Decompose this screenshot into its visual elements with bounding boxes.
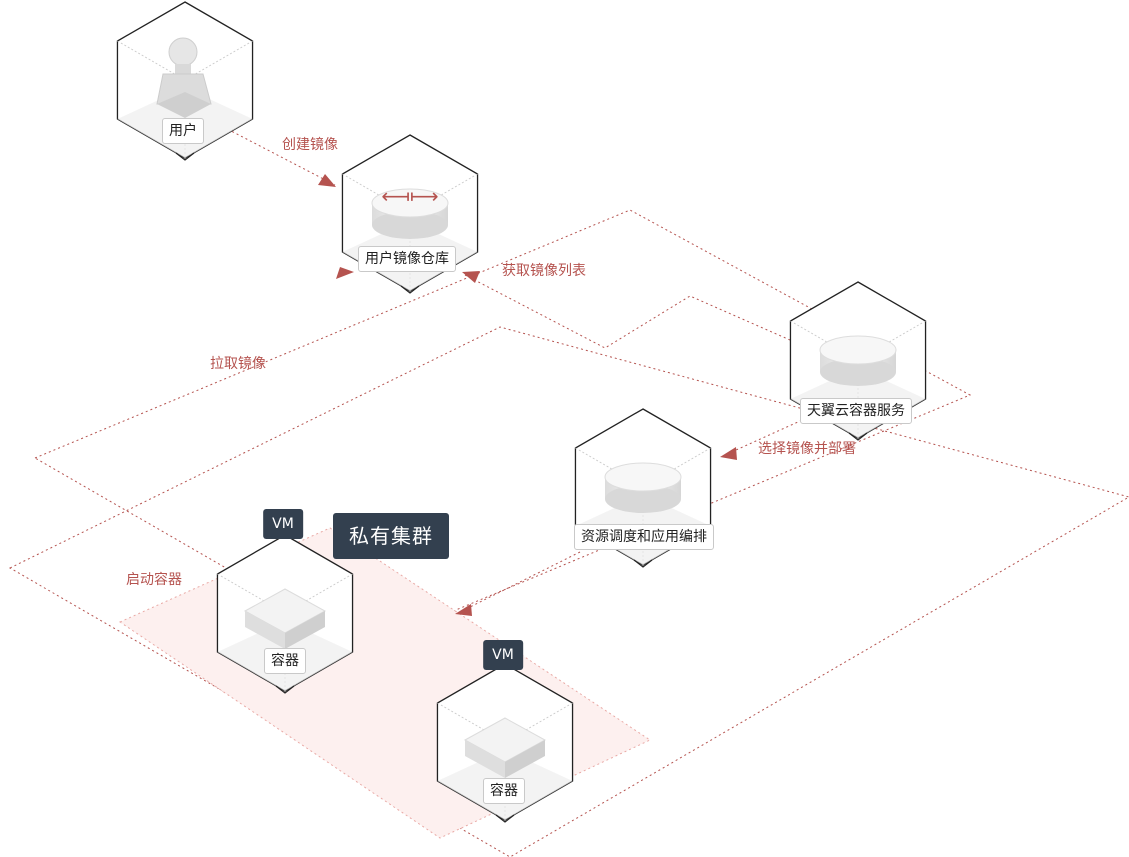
registry-zone-outline bbox=[33, 209, 972, 649]
node-label-container-service: 天翼云容器服务 bbox=[800, 398, 912, 424]
node-user-registry-chevron-icon bbox=[400, 285, 420, 294]
edge-start-container-arrow bbox=[455, 604, 472, 616]
edge-start-container bbox=[459, 551, 581, 613]
vm-badge-2: VM bbox=[483, 640, 523, 670]
node-user-chevron-icon bbox=[175, 152, 195, 161]
node-user-user-icon bbox=[156, 37, 212, 118]
node-label-user: 用户 bbox=[162, 118, 204, 144]
edge-get-image-list bbox=[464, 274, 791, 349]
node-container-2-chevron-icon bbox=[495, 814, 515, 823]
node-label-user-registry: 用户镜像仓库 bbox=[358, 246, 456, 272]
node-container-2 bbox=[436, 663, 574, 823]
node-container-service-cylinder-icon bbox=[819, 335, 897, 386]
node-scheduler-cylinder-icon bbox=[604, 462, 682, 513]
node-container-1-chevron-icon bbox=[275, 685, 295, 694]
node-container-1-box-icon bbox=[243, 588, 327, 649]
edge-select-deploy-arrow bbox=[720, 447, 737, 460]
cluster-title: 私有集群 bbox=[333, 513, 449, 559]
edge-label-get-image-list: 获取镜像列表 bbox=[502, 263, 586, 279]
node-label-scheduler: 资源调度和应用编排 bbox=[574, 524, 714, 550]
node-label-container-1: 容器 bbox=[264, 648, 306, 674]
edge-label-pull-image: 拉取镜像 bbox=[210, 356, 266, 372]
node-container-2-box-icon bbox=[463, 717, 547, 778]
edge-label-start-container: 启动容器 bbox=[126, 572, 182, 588]
private-cluster-zone bbox=[118, 527, 652, 839]
edge-label-select-deploy: 选择镜像并部署 bbox=[758, 441, 856, 457]
edge-get-image-list-arrow bbox=[462, 271, 480, 283]
edge-select-deploy bbox=[724, 411, 821, 456]
node-scheduler-chevron-icon bbox=[633, 559, 653, 568]
edge-create-image-arrow bbox=[318, 174, 336, 187]
node-label-container-2: 容器 bbox=[483, 778, 525, 804]
edge-create-image bbox=[209, 119, 336, 186]
node-container-service-chevron-icon bbox=[848, 432, 868, 441]
registry-icon: ⟻⟼ bbox=[381, 184, 438, 208]
vm-badge-1: VM bbox=[263, 509, 303, 539]
edge-label-create-image: 创建镜像 bbox=[282, 137, 338, 153]
node-user-registry-cylinder-icon bbox=[371, 188, 449, 239]
edge-pull-image-arrow bbox=[336, 267, 354, 279]
